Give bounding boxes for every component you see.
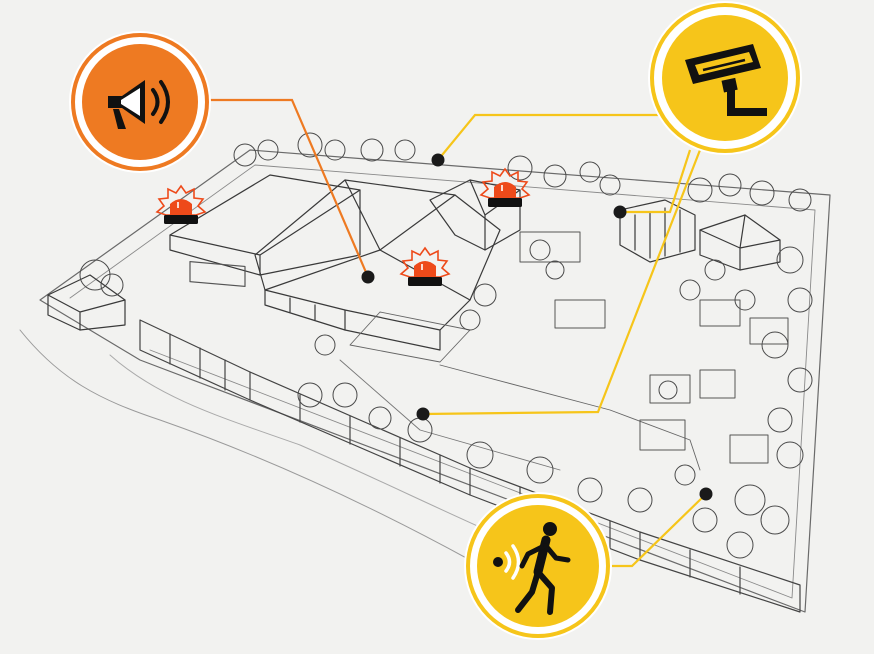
- sensor-points: [361, 153, 713, 501]
- property-sketch: [19, 132, 831, 613]
- sensor-dot: [431, 153, 445, 167]
- shed: [47, 274, 126, 331]
- camera-connector-1: [437, 113, 665, 161]
- sensor-dot: [699, 487, 713, 501]
- siren-icon: [155, 184, 207, 224]
- pergola: [619, 199, 696, 263]
- garden-beds: [519, 231, 789, 464]
- motion-sensor-icon: [493, 522, 571, 615]
- lot-boundary-inner: [69, 164, 816, 599]
- camera-connector-2: [620, 149, 692, 214]
- sensor-dot: [613, 205, 627, 219]
- siren-icon: [399, 246, 451, 286]
- alarm-speaker-icon: [108, 80, 170, 129]
- motion-sensor-badge: [464, 492, 612, 640]
- camera-connector-3: [422, 149, 702, 416]
- trees: [79, 132, 813, 559]
- sensor-dot: [416, 407, 430, 421]
- sensor-dot: [361, 270, 375, 284]
- connectors: [200, 98, 707, 568]
- street-curve: [19, 329, 471, 561]
- house-garage: [169, 174, 361, 276]
- patio: [349, 311, 471, 363]
- yard-path: [439, 364, 701, 471]
- security-camera-icon: [685, 44, 767, 116]
- house-main: [254, 179, 501, 331]
- security-camera-badge: [648, 1, 802, 155]
- alarm-connector: [200, 98, 370, 278]
- sidewalk-curve: [109, 354, 521, 546]
- siren-icon: [479, 167, 531, 207]
- lot-boundary: [39, 149, 831, 613]
- alarm-speaker-badge: [69, 31, 211, 173]
- motion-connector: [610, 493, 707, 568]
